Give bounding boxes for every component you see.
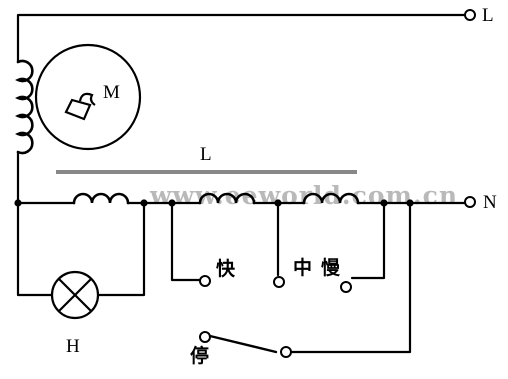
label-medium: 中 (293, 256, 312, 279)
line-l-wire (16, 13, 466, 64)
lamp (50, 270, 100, 320)
label-core: L (200, 144, 212, 165)
label-slow: 慢 (321, 256, 341, 279)
switch-pivot (199, 331, 211, 343)
watermark: www.eeworld.com.cn (149, 181, 458, 210)
lamp-wire-right (96, 201, 146, 297)
terminal-stop (280, 346, 292, 358)
motor-rotor-icon (64, 92, 96, 121)
reactor-coil-3 (302, 192, 360, 205)
reactor-line (16, 192, 466, 205)
terminal-fast (199, 275, 211, 287)
motor-winding (15, 59, 34, 155)
label-lamp: H (66, 336, 80, 357)
selector-switch-arm (208, 334, 278, 354)
motor (34, 43, 142, 151)
terminal-n (464, 196, 476, 208)
reactor-coil-2 (198, 192, 256, 205)
label-fast: 快 (216, 257, 236, 280)
label-n: N (483, 192, 497, 213)
label-motor: M (103, 82, 120, 103)
lamp-wire-left (16, 201, 54, 297)
terminal-slow (340, 281, 352, 293)
terminal-l (464, 9, 476, 21)
stop-wire (289, 201, 412, 354)
slow-tap-wire (350, 201, 386, 280)
reactor-coil-1 (72, 192, 130, 205)
label-stop: 停 (190, 344, 209, 367)
fast-tap-wire (170, 201, 202, 282)
terminal-medium (273, 276, 285, 288)
label-l: L (482, 5, 494, 26)
